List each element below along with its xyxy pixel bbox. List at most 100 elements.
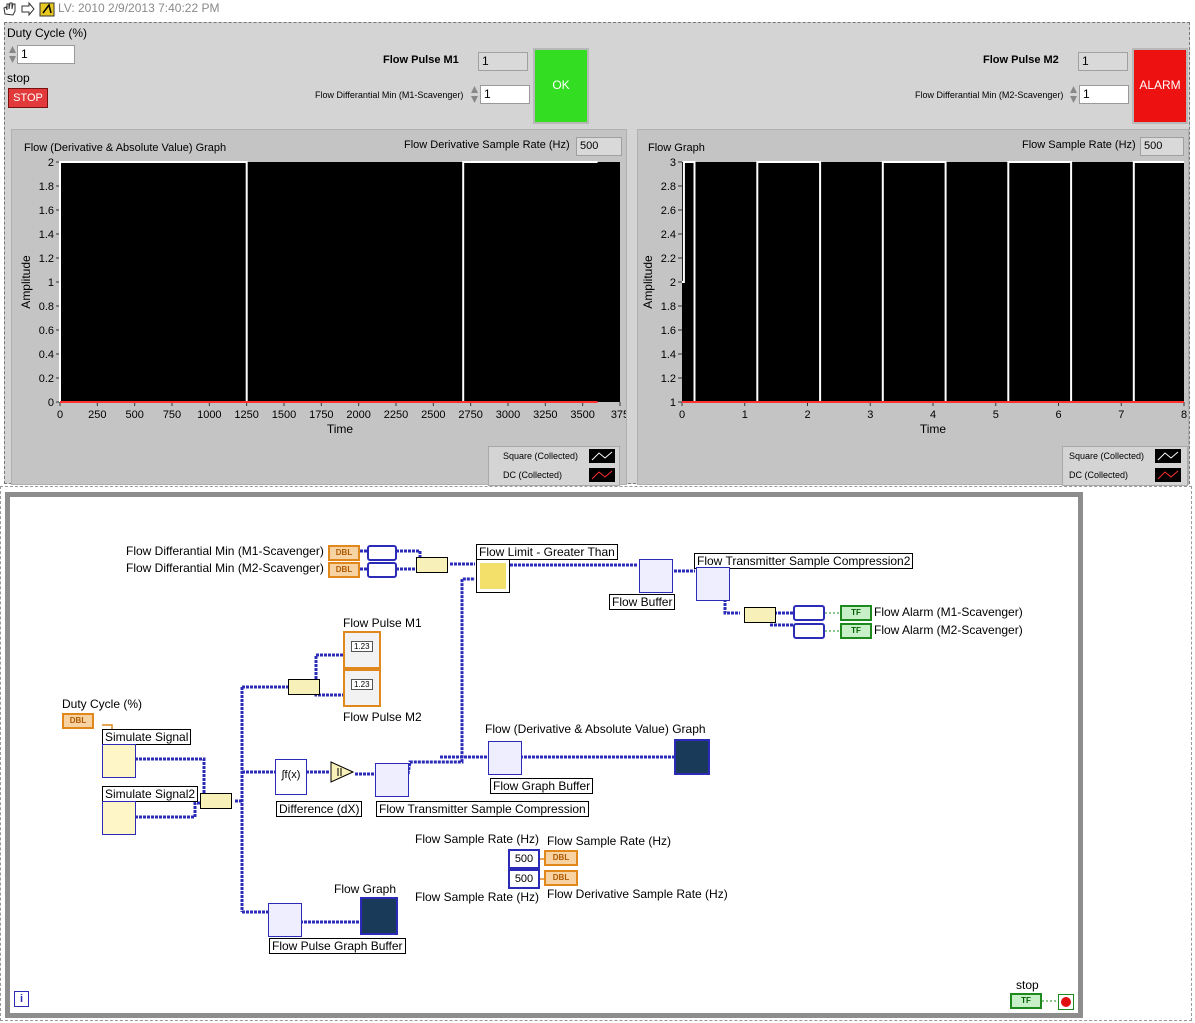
derivative-graph-panel: Flow (Derivative & Absolute Value) Graph…	[11, 129, 627, 486]
legend-square-swatch	[1155, 449, 1181, 463]
alarm-m1-terminal[interactable]: TF	[840, 605, 872, 621]
pulse-m1-node-label: Flow Pulse M1	[343, 616, 422, 630]
diff-min-m2-terminal[interactable]: DBL	[328, 562, 360, 578]
duty-cycle-terminal[interactable]: DBL	[62, 713, 94, 729]
diagram-outer-border	[0, 486, 1192, 1021]
x-tick-label: 250	[88, 409, 106, 421]
graph-buffer-vi-icon[interactable]	[488, 741, 522, 775]
simulate-signal-vi-icon[interactable]	[102, 744, 136, 778]
y-tick-label: 1.8	[39, 181, 54, 193]
to-bool-node-1[interactable]	[793, 605, 825, 621]
flow-buffer-vi-icon[interactable]	[639, 559, 673, 593]
flow-rate-indicator: 500	[1140, 137, 1184, 156]
duty-cycle-label: Duty Cycle (%)	[7, 26, 88, 40]
y-tick-label: 0.2	[39, 373, 54, 385]
to-bool-node-2[interactable]	[793, 623, 825, 639]
diff-min-m1-node-label: Flow Differantial Min (M1-Scavenger)	[126, 544, 324, 558]
rate-constant-1[interactable]: 500	[508, 849, 540, 869]
duty-cycle-spinner[interactable]	[8, 45, 17, 64]
legend-dc: DC (Collected)	[1069, 470, 1129, 480]
x-tick-label: 3	[867, 409, 873, 421]
compression2-vi-icon[interactable]	[696, 567, 730, 601]
duty-cycle-input[interactable]: 1	[17, 45, 75, 64]
x-tick-label: 3000	[496, 409, 520, 421]
y-tick-label: 1	[48, 277, 54, 289]
stop-button[interactable]: STOP	[8, 88, 48, 108]
merge-signals-node[interactable]	[200, 793, 232, 809]
diff-min-m2-input[interactable]: 1	[1079, 85, 1129, 104]
y-tick-label: 3	[670, 157, 676, 169]
alarm-m2-terminal[interactable]: TF	[840, 623, 872, 639]
to-dbl-node-2[interactable]	[367, 562, 397, 578]
rate-left-label-1: Flow Sample Rate (Hz)	[415, 832, 540, 846]
diff-min-m2-spinner[interactable]	[1069, 85, 1078, 104]
plot-area	[60, 162, 620, 402]
flow-limit-vi-icon[interactable]	[476, 559, 510, 593]
front-panel: Duty Cycle (%) 1 stop STOP Flow Pulse M1…	[4, 22, 1190, 486]
x-tick-label: 0	[679, 409, 685, 421]
x-tick-label: 0	[57, 409, 63, 421]
y-tick-label: 2	[670, 277, 676, 289]
x-tick-label: 2250	[384, 409, 408, 421]
pulse-m1-indicator-node[interactable]: 1.23	[343, 631, 381, 669]
absolute-value-icon[interactable]	[330, 761, 354, 783]
y-tick-label: 1.6	[39, 205, 54, 217]
hand-icon	[3, 2, 16, 16]
flow-pulse-m2-indicator: 1	[1078, 52, 1128, 71]
flow-graph-title: Flow Graph	[648, 142, 705, 154]
toolbar-icons	[3, 1, 55, 17]
rate-left-label-2: Flow Sample Rate (Hz)	[415, 890, 540, 904]
stop-terminal[interactable]: TF	[1010, 993, 1042, 1009]
x-tick-label: 1500	[272, 409, 296, 421]
x-tick-label: 3500	[570, 409, 594, 421]
pulse-graph-buffer-label: Flow Pulse Graph Buffer	[269, 938, 406, 954]
rate-constant-2[interactable]: 500	[508, 869, 540, 889]
flow-pulse-m1-indicator: 1	[478, 52, 528, 71]
x-tick-label: 1	[742, 409, 748, 421]
derivative-graph-title: Flow (Derivative & Absolute Value) Graph	[24, 142, 227, 154]
x-tick-label: 2750	[458, 409, 482, 421]
rate-indicator-1[interactable]: DBL	[544, 850, 578, 866]
y-tick-label: 2.6	[661, 205, 676, 217]
diff-min-m1-terminal[interactable]: DBL	[328, 545, 360, 561]
pulse-m2-indicator-node[interactable]: 1.23	[343, 669, 381, 707]
y-tick-label: 2.2	[661, 253, 676, 265]
x-axis-label: Time	[327, 422, 354, 436]
diff-min-m1-input[interactable]: 1	[480, 85, 530, 104]
diff-min-m1-spinner[interactable]	[470, 85, 479, 104]
flow-legend: Square (Collected) DC (Collected)	[1062, 446, 1188, 486]
diff-min-m2-label: Flow Differantial Min (M2-Scavenger)	[915, 90, 1064, 100]
x-tick-label: 6	[1055, 409, 1061, 421]
y-tick-label: 0	[48, 397, 54, 409]
difference-vi-icon[interactable]: ∫f(x)	[275, 759, 307, 795]
flow-graph-terminal[interactable]	[360, 897, 398, 935]
alarm-m1-label: Flow Alarm (M1-Scavenger)	[874, 605, 1023, 619]
compression2-label: Flow Transmitter Sample Compression2	[694, 553, 914, 569]
simulate-signal2-vi-icon[interactable]	[102, 801, 136, 835]
info-icon[interactable]: i	[14, 991, 29, 1007]
m2-status-led: ALARM	[1132, 48, 1188, 124]
x-tick-label: 2500	[421, 409, 445, 421]
y-tick-label: 1	[670, 397, 676, 409]
flow-limit-label: Flow Limit - Greater Than	[476, 544, 618, 560]
y-tick-label: 1.4	[39, 229, 54, 241]
y-tick-label: 0.4	[39, 349, 54, 361]
to-dbl-node-1[interactable]	[367, 545, 397, 561]
index-array-node[interactable]	[744, 607, 776, 623]
rate-indicator-2[interactable]: DBL	[544, 870, 578, 886]
index-array-node-2[interactable]	[288, 679, 320, 695]
flow-graph-node-label: Flow Graph	[334, 882, 397, 896]
x-tick-label: 7	[1118, 409, 1124, 421]
legend-square-swatch	[589, 449, 615, 463]
legend-square: Square (Collected)	[503, 451, 579, 461]
build-array-node-1[interactable]	[416, 557, 448, 573]
y-tick-label: 2	[48, 157, 54, 169]
flow-pulse-m2-label: Flow Pulse M2	[983, 54, 1059, 66]
derivative-legend: Square (Collected) DC (Collected)	[488, 446, 620, 486]
derivative-rate-label: Flow Derivative Sample Rate (Hz)	[404, 139, 570, 151]
title-bar: LV: 2010 2/9/2013 7:40:22 PM	[0, 0, 1195, 18]
compression-vi-icon[interactable]	[375, 763, 409, 797]
deriv-graph-terminal[interactable]	[674, 739, 710, 775]
pulse-graph-buffer-vi-icon[interactable]	[268, 903, 302, 937]
loop-condition-stop-icon[interactable]	[1058, 994, 1074, 1010]
